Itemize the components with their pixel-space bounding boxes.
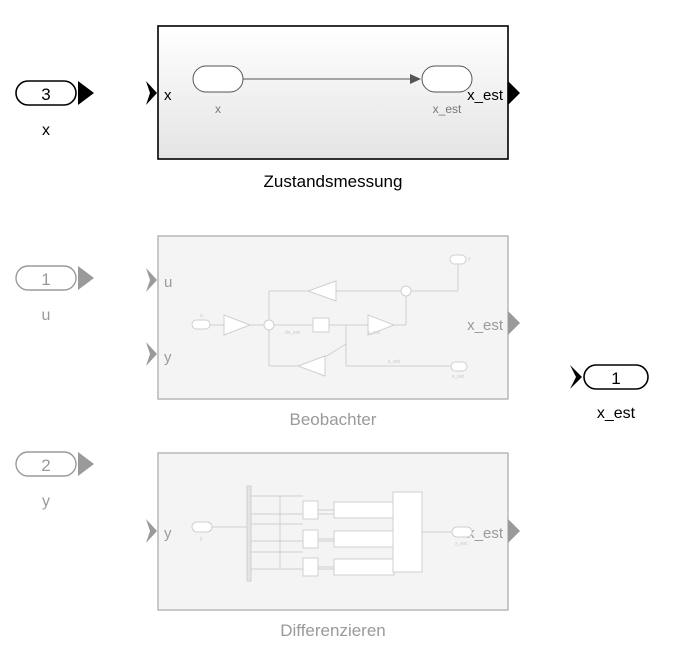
- zustandsmessung-inner-out-label: x_est: [433, 102, 462, 116]
- block-zustandsmessung[interactable]: x x_est x x_est Zustandsmessung: [146, 25, 520, 191]
- inport-x-label: x: [42, 122, 50, 139]
- zustandsmessung-inner-in-label: x: [215, 102, 221, 116]
- beobachter-outport-label: x_est: [467, 317, 504, 334]
- inport-u-label: u: [42, 307, 51, 324]
- beobachter-inner-u-label: u: [200, 313, 203, 319]
- zustandsmessung-inner-inport: [192, 65, 244, 93]
- outport-x-est-label: x_est: [597, 405, 636, 422]
- inport-x-arrow: [78, 81, 94, 105]
- differenzieren-inport-arrow: [146, 519, 157, 543]
- inport-y-arrow: [78, 452, 94, 476]
- beobachter-inner-diagram: [191, 254, 468, 377]
- zustandsmessung-inport-label: x: [164, 87, 172, 104]
- differenzieren-outport-label: x_est: [467, 525, 504, 542]
- inport-y-number: 2: [41, 456, 50, 475]
- block-beobachter[interactable]: u y x_est: [146, 235, 520, 429]
- beobachter-inport-y-label: y: [164, 349, 172, 366]
- outport-x-est-arrow: [570, 365, 582, 389]
- zustandsmessung-name: Zustandsmessung: [264, 172, 403, 191]
- inport-u[interactable]: 1 u: [15, 265, 94, 324]
- beobachter-inport-u-arrow: [146, 268, 157, 292]
- zustandsmessung-inport-arrow: [146, 81, 157, 105]
- beobachter-inner-dx-est-label: dx_est: [285, 330, 300, 336]
- inport-u-number: 1: [41, 270, 50, 289]
- differenzieren-name: Differenzieren: [280, 621, 386, 640]
- inport-x-number: 3: [41, 85, 50, 104]
- inport-y[interactable]: 2 y: [15, 451, 94, 510]
- zustandsmessung-outport-label: x_est: [467, 87, 504, 104]
- differenzieren-inport-label: y: [164, 525, 172, 542]
- zustandsmessung-inner-arrowhead: [410, 74, 421, 84]
- beobachter-inner-y-label: y: [468, 256, 471, 262]
- beobachter-outport-arrow: [508, 311, 520, 335]
- inport-x[interactable]: 3 x: [15, 80, 94, 139]
- inport-y-label: y: [42, 493, 50, 510]
- outport-x-est[interactable]: 1 x_est: [570, 364, 649, 422]
- beobachter-inport-y-arrow: [146, 342, 157, 366]
- beobachter-name: Beobachter: [290, 410, 377, 429]
- beobachter-inner-x-est-label: x_est: [388, 359, 401, 365]
- zustandsmessung-outport-arrow: [508, 81, 520, 105]
- inport-u-arrow: [78, 266, 94, 290]
- zustandsmessung-inner-outport: [421, 65, 473, 93]
- block-differenzieren[interactable]: y x_est y x_e: [146, 452, 520, 640]
- differenzieren-inner-diagram: [191, 485, 473, 582]
- differenzieren-inner-y-label: y: [200, 536, 203, 542]
- beobachter-inport-u-label: u: [164, 274, 172, 291]
- differenzieren-outport-arrow: [508, 519, 520, 543]
- outport-x-est-number: 1: [611, 369, 620, 388]
- beobachter-inner-y-est-label: y_est: [368, 330, 381, 336]
- beobachter-inner-x-est-out-label: x_est: [452, 374, 465, 380]
- differenzieren-inner-x-est-label: x_est: [455, 541, 468, 547]
